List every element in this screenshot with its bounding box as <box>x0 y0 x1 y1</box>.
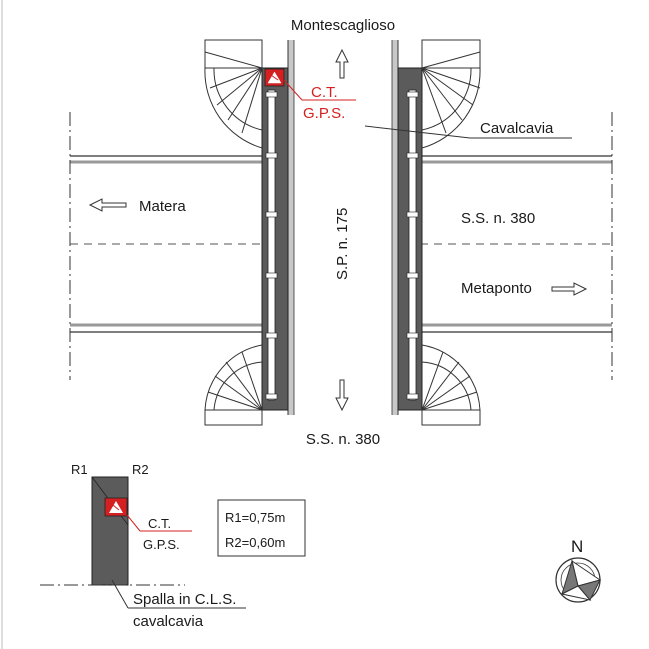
label-matera: Matera <box>139 198 186 215</box>
stair-top-right <box>421 39 481 149</box>
radius-r1: R1=0,75m <box>225 510 285 525</box>
stair-bottom-right <box>421 344 481 426</box>
caption-leader <box>111 579 129 609</box>
radius-box <box>217 499 306 557</box>
right-abutment <box>397 67 423 411</box>
north-label: N <box>571 537 583 556</box>
detail-gps-leader <box>126 514 141 532</box>
gps-leader-line <box>283 79 303 101</box>
label-ct: C.T. <box>311 84 338 101</box>
horizontal-road <box>69 112 613 380</box>
arrow-down-icon <box>335 379 349 412</box>
caption-line1: Spalla in C.L.S. <box>133 591 236 608</box>
label-gps: G.P.S. <box>303 105 345 122</box>
label-cavalcavia: Cavalcavia <box>480 120 554 137</box>
detail-label-ct: C.T. <box>148 516 171 531</box>
left-abutment <box>261 67 289 411</box>
arrow-right-icon <box>551 282 588 296</box>
arrow-up-icon <box>335 48 349 79</box>
stair-bottom-left <box>204 344 263 426</box>
bridge-leader-line <box>364 125 471 139</box>
label-vertical-road: S.P. n. 175 <box>334 208 351 280</box>
detail-label-r2: R2 <box>132 462 149 477</box>
label-metaponto: Metaponto <box>461 280 532 297</box>
label-right-road: S.S. n. 380 <box>461 210 535 227</box>
detail-label-r1: R1 <box>71 462 88 477</box>
detail-gps-marker-icon <box>104 497 128 517</box>
stair-top-left <box>204 39 263 149</box>
gps-marker-icon <box>264 68 285 87</box>
detail-label-gps: G.P.S. <box>143 537 180 552</box>
caption-line2: cavalcavia <box>133 613 204 630</box>
north-arrow-icon <box>555 557 602 603</box>
arrow-left-icon <box>88 198 127 212</box>
label-bottom-road: S.S. n. 380 <box>306 431 380 448</box>
label-montescaglioso: Montescaglioso <box>291 17 395 34</box>
radius-r2: R2=0,60m <box>225 535 285 550</box>
